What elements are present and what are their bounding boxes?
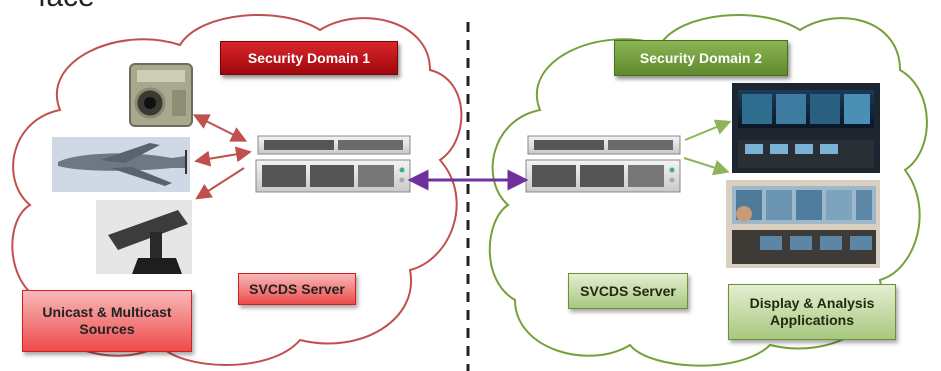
svcds-server-2-label: SVCDS Server: [568, 273, 688, 309]
drone-icon: [52, 137, 190, 192]
arrow-server-analysis-room: [683, 157, 730, 176]
apps-label-line1: Display & Analysis: [749, 295, 875, 311]
server-domain-2-icon: [525, 135, 681, 193]
arrow-camera-server: [192, 114, 248, 142]
analysis-room-image: [726, 180, 880, 268]
security-domain-1-title: Security Domain 1: [220, 41, 398, 75]
control-room-image: [732, 83, 880, 173]
arrow-server-control-room: [684, 119, 732, 141]
arrow-drone-server: [194, 146, 252, 167]
top-text-fragment: face: [38, 0, 95, 14]
surveillance-camera-icon: [96, 200, 192, 274]
sources-label-line1: Unicast & Multicast: [42, 304, 172, 320]
camera-device-icon: [129, 63, 193, 127]
display-analysis-applications-label: Display & Analysis Applications: [728, 284, 896, 340]
server-domain-1-icon: [255, 135, 411, 193]
apps-label-line2: Applications: [769, 312, 854, 328]
svcds-server-1-label: SVCDS Server: [238, 273, 356, 305]
arrow-server-surveillance: [195, 167, 245, 200]
unicast-multicast-sources-label: Unicast & Multicast Sources: [22, 290, 192, 352]
sources-label-line2: Sources: [79, 321, 135, 337]
security-domain-2-title: Security Domain 2: [614, 40, 788, 76]
